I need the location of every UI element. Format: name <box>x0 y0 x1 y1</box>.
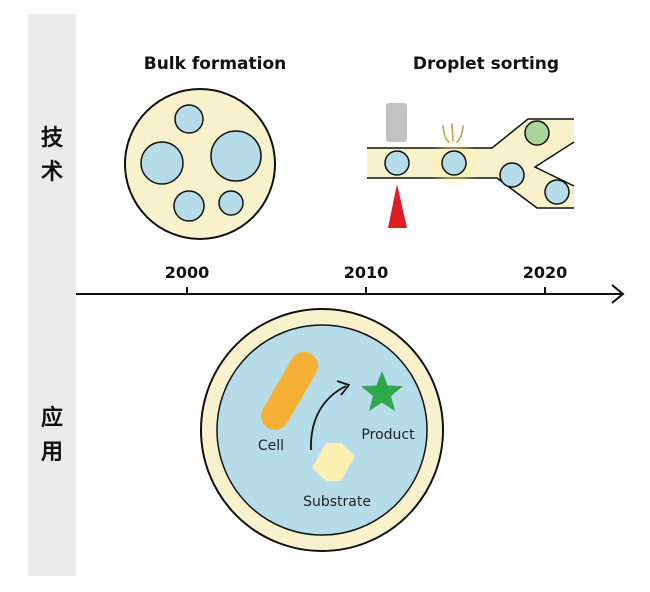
product-label: Product <box>361 427 415 443</box>
bulk-droplet <box>140 141 184 185</box>
droplet-microreactor: Cell Product Substrate <box>200 308 444 552</box>
detector-icon <box>386 103 407 142</box>
fluorescence-emission-icon <box>442 123 464 143</box>
channel-droplet <box>384 150 410 176</box>
cell-icon <box>261 352 318 430</box>
technology-label: 技 术 <box>40 126 63 185</box>
sidebar: 技 术 应 用 <box>28 14 76 576</box>
droplet-sorting-chip <box>367 103 575 228</box>
conversion-arrow <box>310 385 347 451</box>
timeline: 2000 2010 2020 <box>76 263 625 304</box>
arrow-right-icon <box>611 284 625 304</box>
bulk-droplet <box>218 190 244 216</box>
year-label: 2020 <box>523 263 568 282</box>
bulk-droplet <box>174 104 204 134</box>
droplet-sorting-title: Droplet sorting <box>413 54 559 74</box>
channel-droplet <box>441 150 467 176</box>
cell-label: Cell <box>258 438 284 454</box>
year-label: 2010 <box>344 263 389 282</box>
substrate-label: Substrate <box>303 494 371 510</box>
bulk-emulsion <box>124 88 276 240</box>
substrate-hexagon-icon <box>312 443 355 481</box>
product-star-icon <box>361 371 403 411</box>
year-label: 2000 <box>165 263 210 282</box>
aqueous-droplet <box>216 324 428 536</box>
bulk-droplet <box>173 190 205 222</box>
channel-droplet <box>499 162 525 188</box>
laser-icon <box>388 184 407 228</box>
arrow-head-icon <box>336 380 350 396</box>
bulk-droplet <box>210 130 262 182</box>
application-label: 应 用 <box>40 406 63 465</box>
bulk-formation-title: Bulk formation <box>144 54 287 74</box>
sorted-droplet <box>524 120 550 146</box>
channel-droplet <box>544 179 570 205</box>
